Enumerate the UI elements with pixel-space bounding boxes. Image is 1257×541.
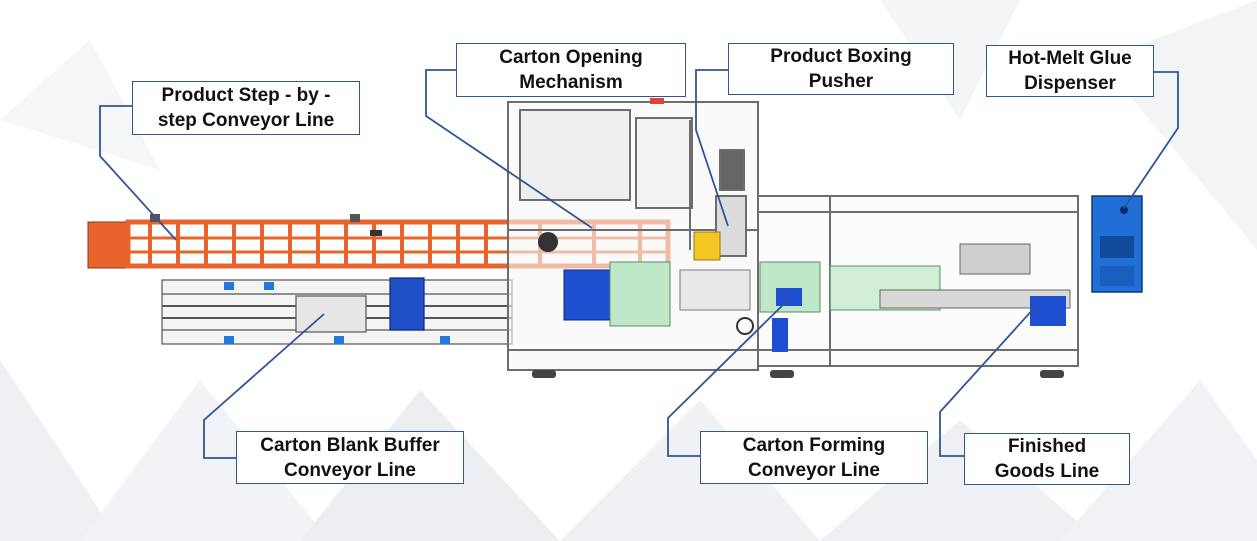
label-glue-line1: Hot-Melt Glue [1008,48,1132,69]
label-carton-opening: Carton Opening Mechanism [456,43,686,97]
hot-melt-glue-unit [1091,195,1143,293]
label-forming-line2: Conveyor Line [748,459,880,481]
label-carton-opening-line2: Mechanism [519,72,623,93]
label-buffer-line2: Conveyor Line [284,459,416,481]
label-product-boxing-pusher: Product Boxing Pusher [728,43,954,95]
label-carton-opening-line1: Carton Opening [499,47,643,68]
carton-blank-buffer-conveyor [161,277,513,345]
label-carton-forming: Carton Forming Conveyor Line [700,431,928,484]
label-product-step-line1: Product Step - by - [161,85,331,106]
label-buffer-line1: Carton Blank Buffer [260,434,440,456]
label-finished-goods: Finished Goods Line [964,433,1130,485]
label-product-step-conveyor: Product Step - by - step Conveyor Line [132,81,360,135]
label-finished-line2: Goods Line [994,461,1100,482]
label-product-step-line2: step Conveyor Line [157,110,335,131]
label-boxing-pusher-line2: Pusher [808,71,874,92]
label-forming-line1: Carton Forming [742,434,886,456]
label-boxing-pusher-line1: Product Boxing [770,46,912,67]
label-carton-blank-buffer: Carton Blank Buffer Conveyor Line [236,431,464,484]
label-glue-line2: Dispenser [1024,73,1116,94]
label-finished-line1: Finished [1007,436,1087,457]
label-hot-melt-glue: Hot-Melt Glue Dispenser [986,45,1154,97]
main-frame [507,101,1079,371]
